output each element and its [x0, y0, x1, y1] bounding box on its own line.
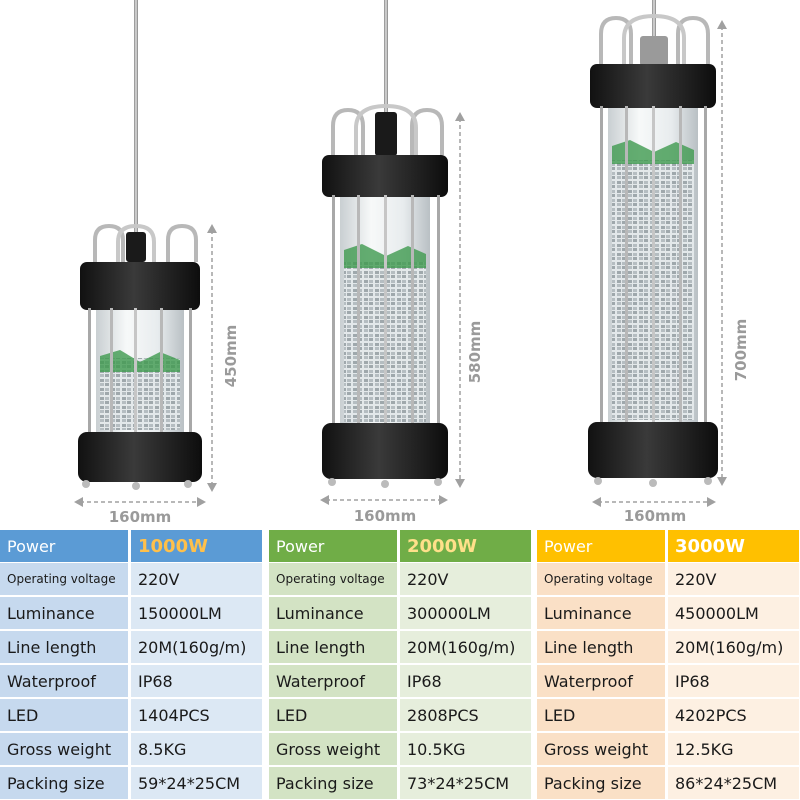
spec-label-gross-weight: Gross weight [0, 733, 128, 765]
spec-value-gross-weight: 12.5KG [668, 733, 799, 765]
lamp-3000w-illustration: 700mm 160mm [588, 0, 750, 525]
luminance-row: Luminance 300000LM [269, 597, 531, 629]
led-row: LED 1404PCS [0, 699, 262, 731]
height-dimension-label: 700mm [732, 319, 750, 382]
gross-weight-row: Gross weight 8.5KG [0, 733, 262, 765]
height-dimension-label: 450mm [222, 325, 240, 388]
spec-value-led: 1404PCS [131, 699, 262, 731]
spec-value-luminance: 450000LM [668, 597, 799, 629]
spec-value-packing-size: 73*24*25CM [400, 767, 531, 799]
gross-weight-row: Gross weight 12.5KG [537, 733, 799, 765]
spec-value-waterproof: IP68 [400, 665, 531, 697]
spec-label-voltage: Operating voltage [269, 563, 397, 595]
spec-label-power: Power [0, 530, 128, 562]
width-dimension-label: 160mm [109, 508, 172, 526]
spec-label-led: LED [537, 699, 665, 731]
voltage-row: Operating voltage 220V [537, 563, 799, 595]
spec-value-line-length: 20M(160g/m) [668, 631, 799, 663]
line-length-row: Line length 20M(160g/m) [269, 631, 531, 663]
gross-weight-row: Gross weight 10.5KG [269, 733, 531, 765]
spec-label-gross-weight: Gross weight [537, 733, 665, 765]
spec-value-power: 1000W [131, 530, 262, 562]
spec-value-gross-weight: 10.5KG [400, 733, 531, 765]
spec-label-luminance: Luminance [269, 597, 397, 629]
waterproof-row: Waterproof IP68 [269, 665, 531, 697]
packing-size-row: Packing size 59*24*25CM [0, 767, 262, 799]
spec-value-power: 2000W [400, 530, 531, 562]
power-row: Power 1000W [0, 530, 262, 562]
lamp-2000w-illustration: 580mm 160mm [320, 0, 484, 525]
power-row: Power 2000W [269, 530, 531, 562]
spec-value-packing-size: 86*24*25CM [668, 767, 799, 799]
spec-label-packing-size: Packing size [269, 767, 397, 799]
spec-label-line-length: Line length [0, 631, 128, 663]
spec-label-luminance: Luminance [537, 597, 665, 629]
spec-value-voltage: 220V [131, 563, 262, 595]
spec-value-power: 3000W [668, 530, 799, 562]
voltage-row: Operating voltage 220V [0, 563, 262, 595]
width-dimension-label: 160mm [354, 507, 417, 525]
spec-value-packing-size: 59*24*25CM [131, 767, 262, 799]
spec-value-waterproof: IP68 [131, 665, 262, 697]
lamp-1000w-illustration: 450mm 160mm [74, 0, 240, 526]
spec-label-luminance: Luminance [0, 597, 128, 629]
voltage-row: Operating voltage 220V [269, 563, 531, 595]
width-dimension-label: 160mm [624, 507, 687, 525]
spec-table-1000w: Power 1000W Operating voltage 220V Lumin… [0, 530, 262, 799]
spec-label-packing-size: Packing size [0, 767, 128, 799]
spec-value-waterproof: IP68 [668, 665, 799, 697]
packing-size-row: Packing size 86*24*25CM [537, 767, 799, 799]
waterproof-row: Waterproof IP68 [537, 665, 799, 697]
spec-label-led: LED [0, 699, 128, 731]
spec-label-line-length: Line length [269, 631, 397, 663]
spec-value-line-length: 20M(160g/m) [400, 631, 531, 663]
spec-value-voltage: 220V [668, 563, 799, 595]
luminance-row: Luminance 450000LM [537, 597, 799, 629]
spec-label-line-length: Line length [537, 631, 665, 663]
product-illustrations: 450mm 160mm 580mm 160mm [74, 0, 750, 526]
spec-value-luminance: 150000LM [131, 597, 262, 629]
spec-label-voltage: Operating voltage [0, 563, 128, 595]
spec-value-led: 2808PCS [400, 699, 531, 731]
spec-value-luminance: 300000LM [400, 597, 531, 629]
spec-label-waterproof: Waterproof [537, 665, 665, 697]
led-row: LED 4202PCS [537, 699, 799, 731]
spec-table-2000w: Power 2000W Operating voltage 220V Lumin… [269, 530, 531, 799]
spec-label-power: Power [269, 530, 397, 562]
spec-table-3000w: Power 3000W Operating voltage 220V Lumin… [537, 530, 799, 799]
packing-size-row: Packing size 73*24*25CM [269, 767, 531, 799]
spec-value-led: 4202PCS [668, 699, 799, 731]
spec-label-waterproof: Waterproof [0, 665, 128, 697]
spec-value-line-length: 20M(160g/m) [131, 631, 262, 663]
spec-label-gross-weight: Gross weight [269, 733, 397, 765]
spec-label-led: LED [269, 699, 397, 731]
line-length-row: Line length 20M(160g/m) [537, 631, 799, 663]
led-row: LED 2808PCS [269, 699, 531, 731]
spec-label-power: Power [537, 530, 665, 562]
height-dimension-label: 580mm [466, 321, 484, 384]
spec-value-gross-weight: 8.5KG [131, 733, 262, 765]
line-length-row: Line length 20M(160g/m) [0, 631, 262, 663]
spec-value-voltage: 220V [400, 563, 531, 595]
luminance-row: Luminance 150000LM [0, 597, 262, 629]
spec-label-waterproof: Waterproof [269, 665, 397, 697]
spec-label-packing-size: Packing size [537, 767, 665, 799]
spec-label-voltage: Operating voltage [537, 563, 665, 595]
power-row: Power 3000W [537, 530, 799, 562]
waterproof-row: Waterproof IP68 [0, 665, 262, 697]
